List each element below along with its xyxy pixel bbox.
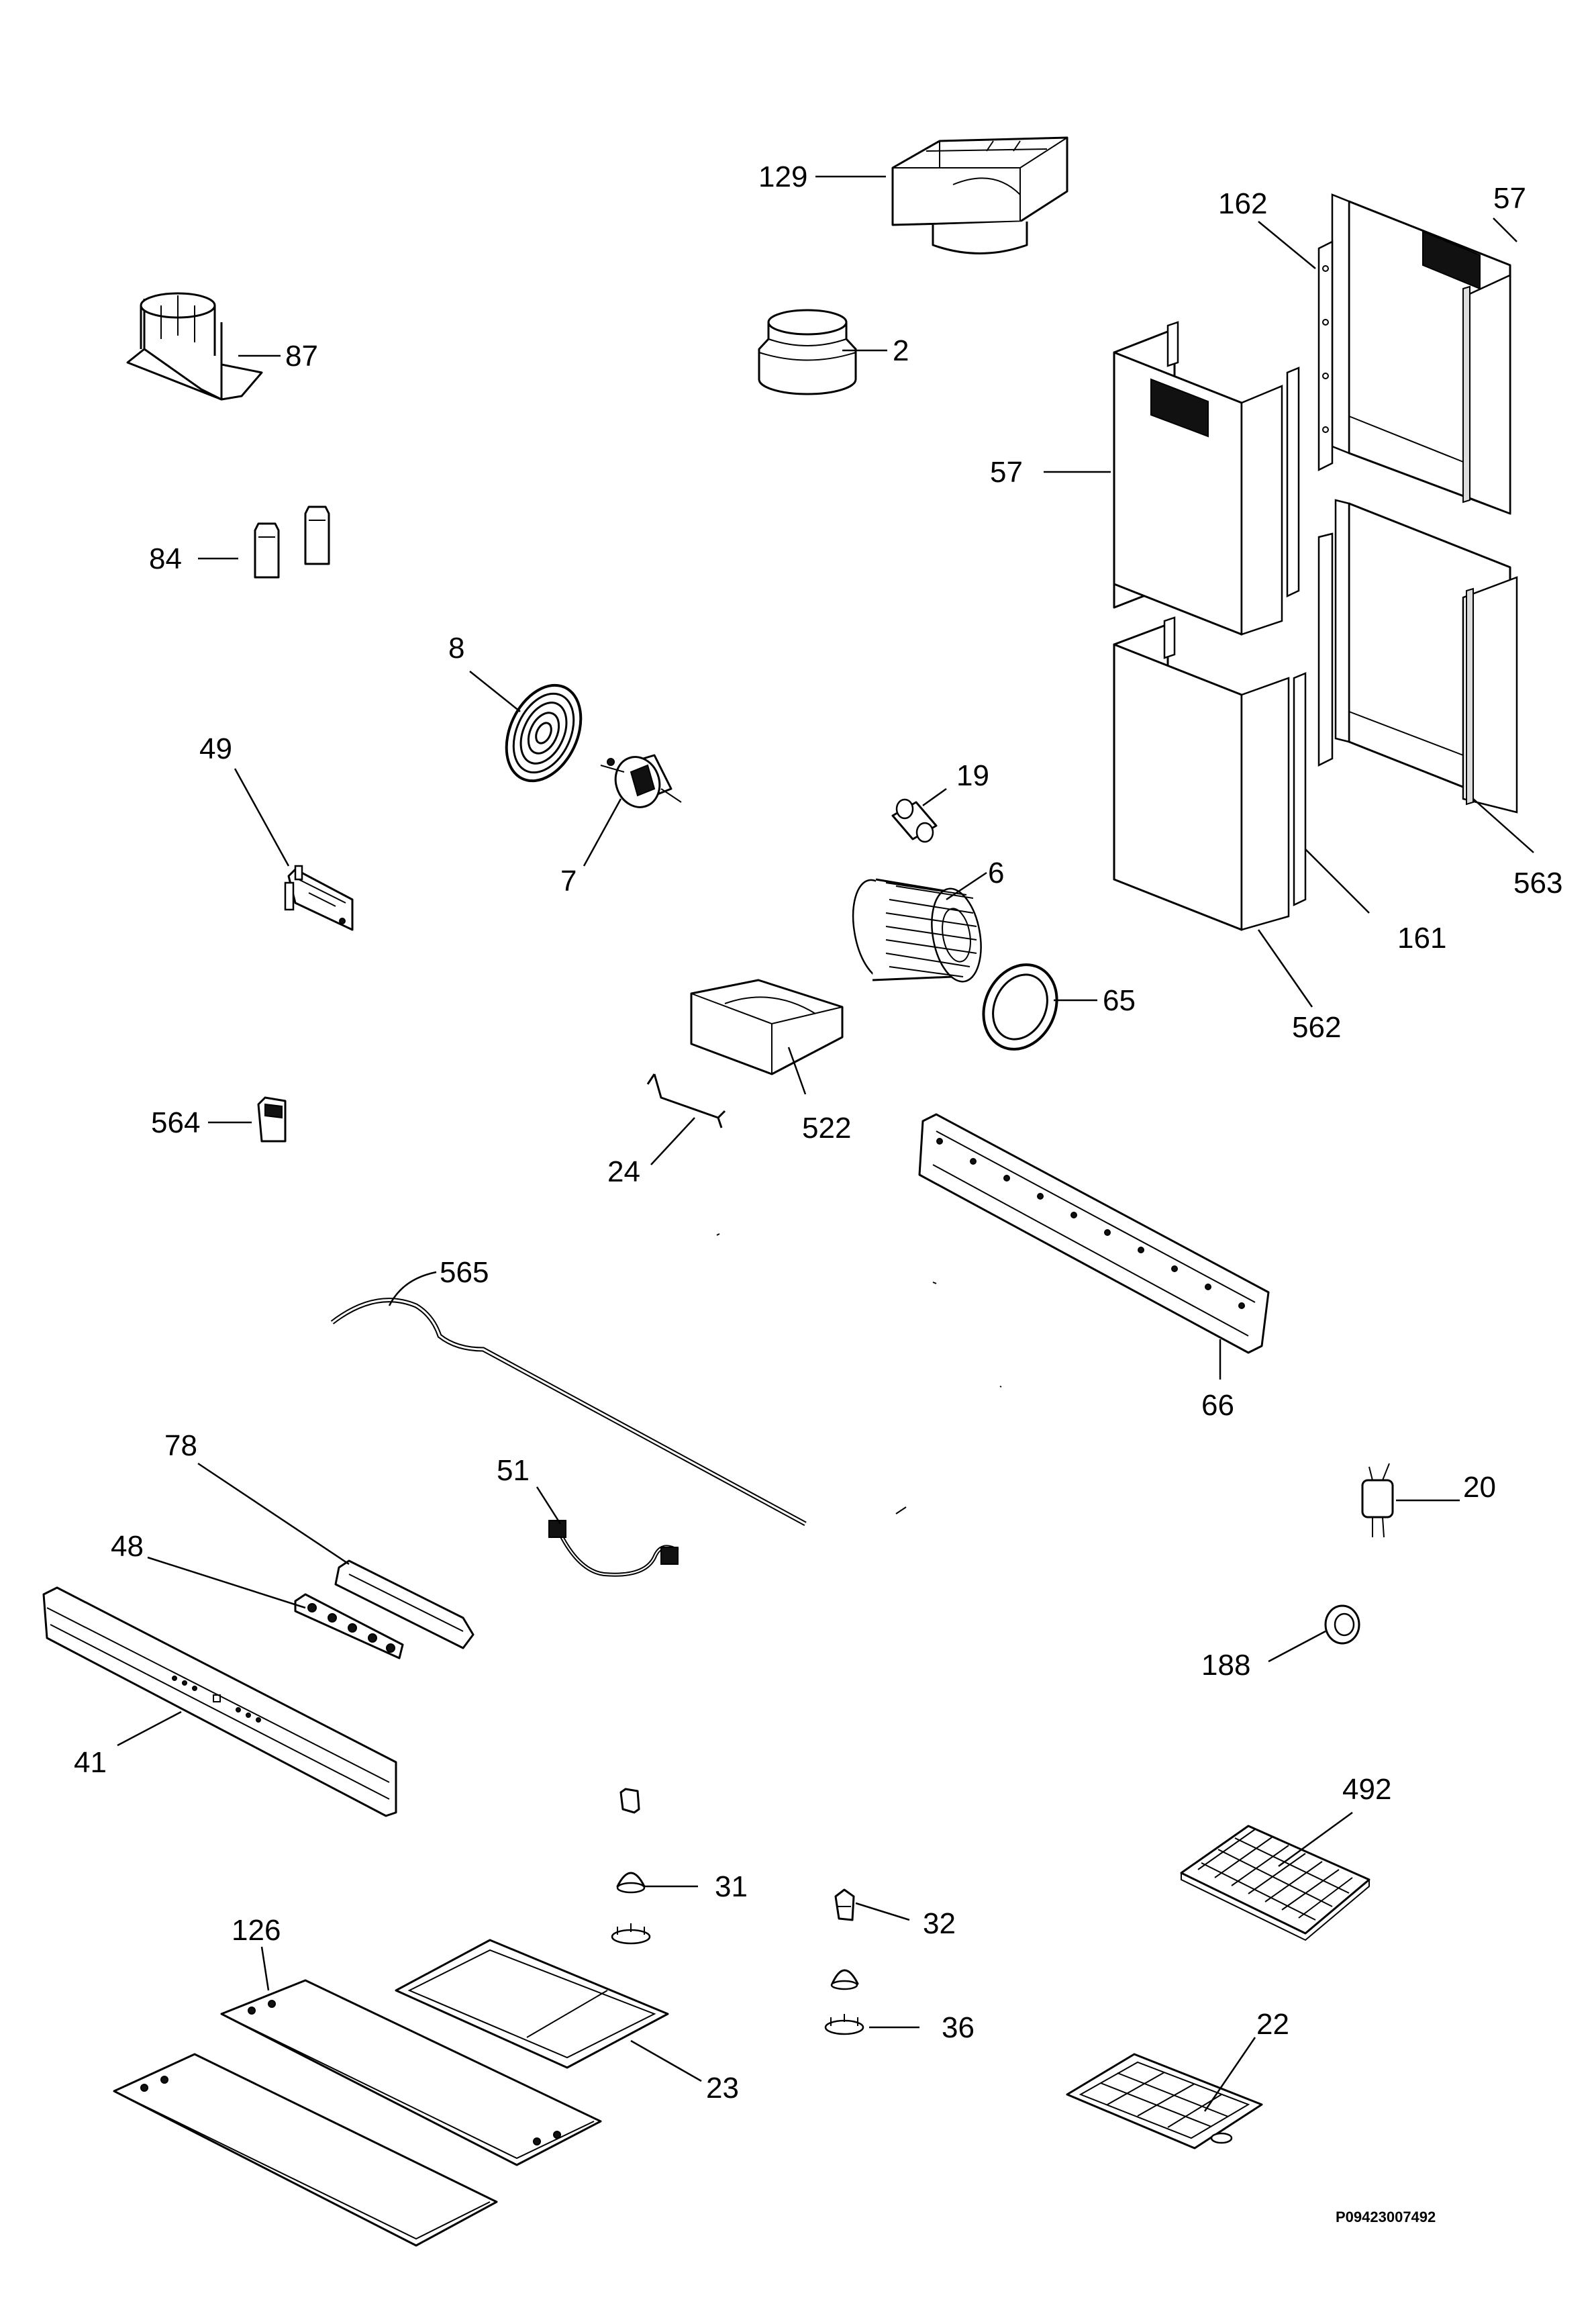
part-6-fan-wheel <box>852 878 982 983</box>
callout-6: 6 <box>988 857 1004 889</box>
callout-51: 51 <box>497 1454 530 1487</box>
callout-129: 129 <box>758 160 807 193</box>
stray-marks <box>716 1233 1002 1514</box>
part-51-wiring-harness <box>548 1520 679 1577</box>
callout-161: 161 <box>1397 922 1446 955</box>
part-2-adapter-ring <box>758 309 857 395</box>
part-36-lamp-ring <box>824 2014 864 2035</box>
callout-31: 31 <box>715 1870 748 1903</box>
callout-564: 564 <box>151 1106 200 1139</box>
part-492-grease-filter <box>1180 1825 1370 1941</box>
callout-492: 492 <box>1342 1773 1391 1806</box>
callout-7: 7 <box>560 865 577 898</box>
callout-66: 66 <box>1201 1389 1234 1422</box>
part-126-lower-panel-a <box>220 1979 602 2166</box>
callout-565: 565 <box>440 1256 489 1289</box>
part-chimney-rail-upper <box>1286 367 1300 597</box>
part-564-connector <box>257 1096 287 1143</box>
callout-162: 162 <box>1218 187 1267 220</box>
part-41-front-panel <box>42 1586 397 1817</box>
callout-41: 41 <box>74 1746 107 1779</box>
part-84-clips <box>254 505 330 579</box>
callout-78: 78 <box>164 1429 197 1462</box>
part-48-switch-board <box>294 1593 404 1659</box>
part-22-carbon-filter <box>1066 2053 1263 2150</box>
part-188-grommet <box>1324 1604 1360 1645</box>
part-162-chimney-rail <box>1317 240 1334 472</box>
part-563-chimney-rear-lower <box>1334 499 1518 814</box>
part-161-chimney-rail-lower <box>1317 532 1334 767</box>
callout-32: 32 <box>923 1907 956 1940</box>
part-57-chimney-rear-upper <box>1331 193 1511 515</box>
callout-22: 22 <box>1256 2008 1289 2041</box>
callout-8: 8 <box>448 632 464 665</box>
part-19-capacitor <box>891 798 938 843</box>
part-565-cable <box>330 1298 807 1527</box>
callout-522: 522 <box>802 1112 851 1145</box>
callout-23: 23 <box>706 2072 739 2105</box>
part-23-filter-frame <box>395 1939 669 2069</box>
part-57-chimney-front-upper <box>1113 321 1283 636</box>
part-78-led-strip <box>334 1559 475 1649</box>
callout-84: 84 <box>149 542 182 575</box>
part-8-motor-grille <box>505 683 583 783</box>
part-31-lamp-cap <box>611 1788 651 1945</box>
callout-126: 126 <box>232 1914 281 1947</box>
part-chimney-rail-lower-front <box>1293 672 1307 906</box>
part-129-duct-connector <box>891 136 1068 254</box>
callout-563: 563 <box>1513 867 1562 900</box>
part-126-lower-panel-b <box>113 2053 498 2247</box>
part-lamp-cap-2 <box>830 1969 859 1990</box>
callout-87: 87 <box>285 340 318 373</box>
plate-holes <box>936 1138 1245 1309</box>
reference-code: P09423007492 <box>1336 2209 1436 2225</box>
part-20-lamp-holder <box>1361 1463 1394 1538</box>
callout-57-front: 57 <box>990 456 1023 489</box>
part-66-rear-plate <box>918 1113 1270 1354</box>
callout-36: 36 <box>942 2011 975 2044</box>
callout-49: 49 <box>199 732 232 765</box>
part-522-motor-support <box>690 979 844 1075</box>
part-7-motor <box>600 754 682 808</box>
part-87-outlet-adapter <box>126 292 263 401</box>
callout-562: 562 <box>1292 1011 1341 1044</box>
callout-57-rear: 57 <box>1493 182 1526 215</box>
callout-24: 24 <box>607 1155 640 1188</box>
callout-19: 19 <box>956 759 989 792</box>
part-49-control-board <box>284 865 354 931</box>
part-24-spring-clip <box>646 1073 726 1128</box>
part-562-chimney-front-lower <box>1113 616 1290 931</box>
callout-48: 48 <box>111 1530 144 1563</box>
callout-65: 65 <box>1103 984 1136 1017</box>
part-65-inlet-ring <box>982 963 1058 1051</box>
callout-2: 2 <box>893 334 909 367</box>
panel-buttons <box>172 1676 261 1723</box>
vent-slots-front <box>1150 378 1209 438</box>
vent-slots-rear <box>1422 230 1481 290</box>
callout-188: 188 <box>1201 1649 1250 1682</box>
part-32-lamp-clip <box>834 1888 855 1921</box>
callout-20: 20 <box>1463 1471 1496 1504</box>
